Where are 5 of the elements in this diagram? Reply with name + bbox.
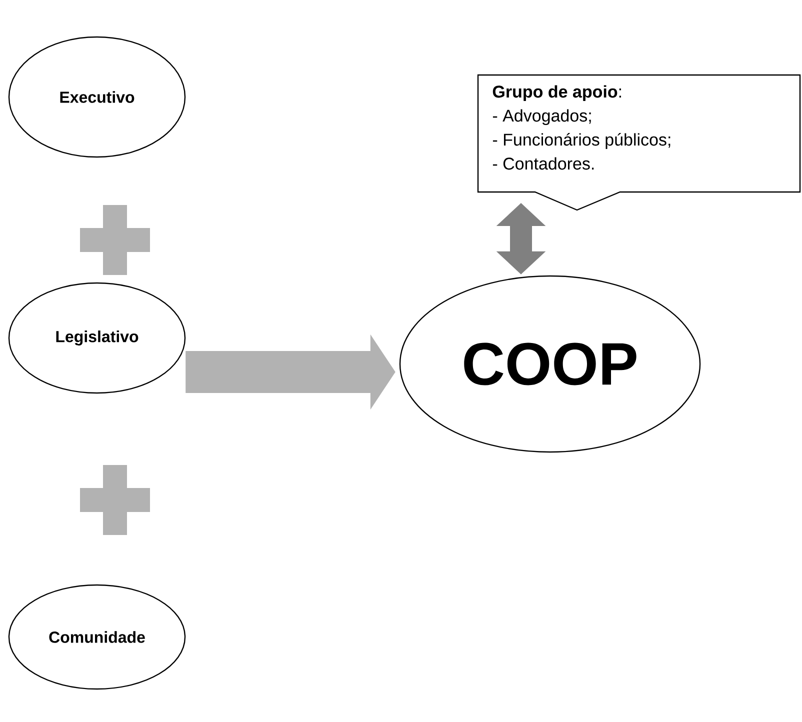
ellipse-node: Comunidade	[8, 584, 186, 690]
ellipse-node: COOP	[399, 275, 701, 453]
ellipse-node: Legislativo	[8, 282, 186, 394]
callout-box: Grupo de apoio: - Advogados; - Funcionários públicos; - Contadores.	[477, 74, 801, 211]
ellipse-node: Executivo	[8, 36, 186, 158]
